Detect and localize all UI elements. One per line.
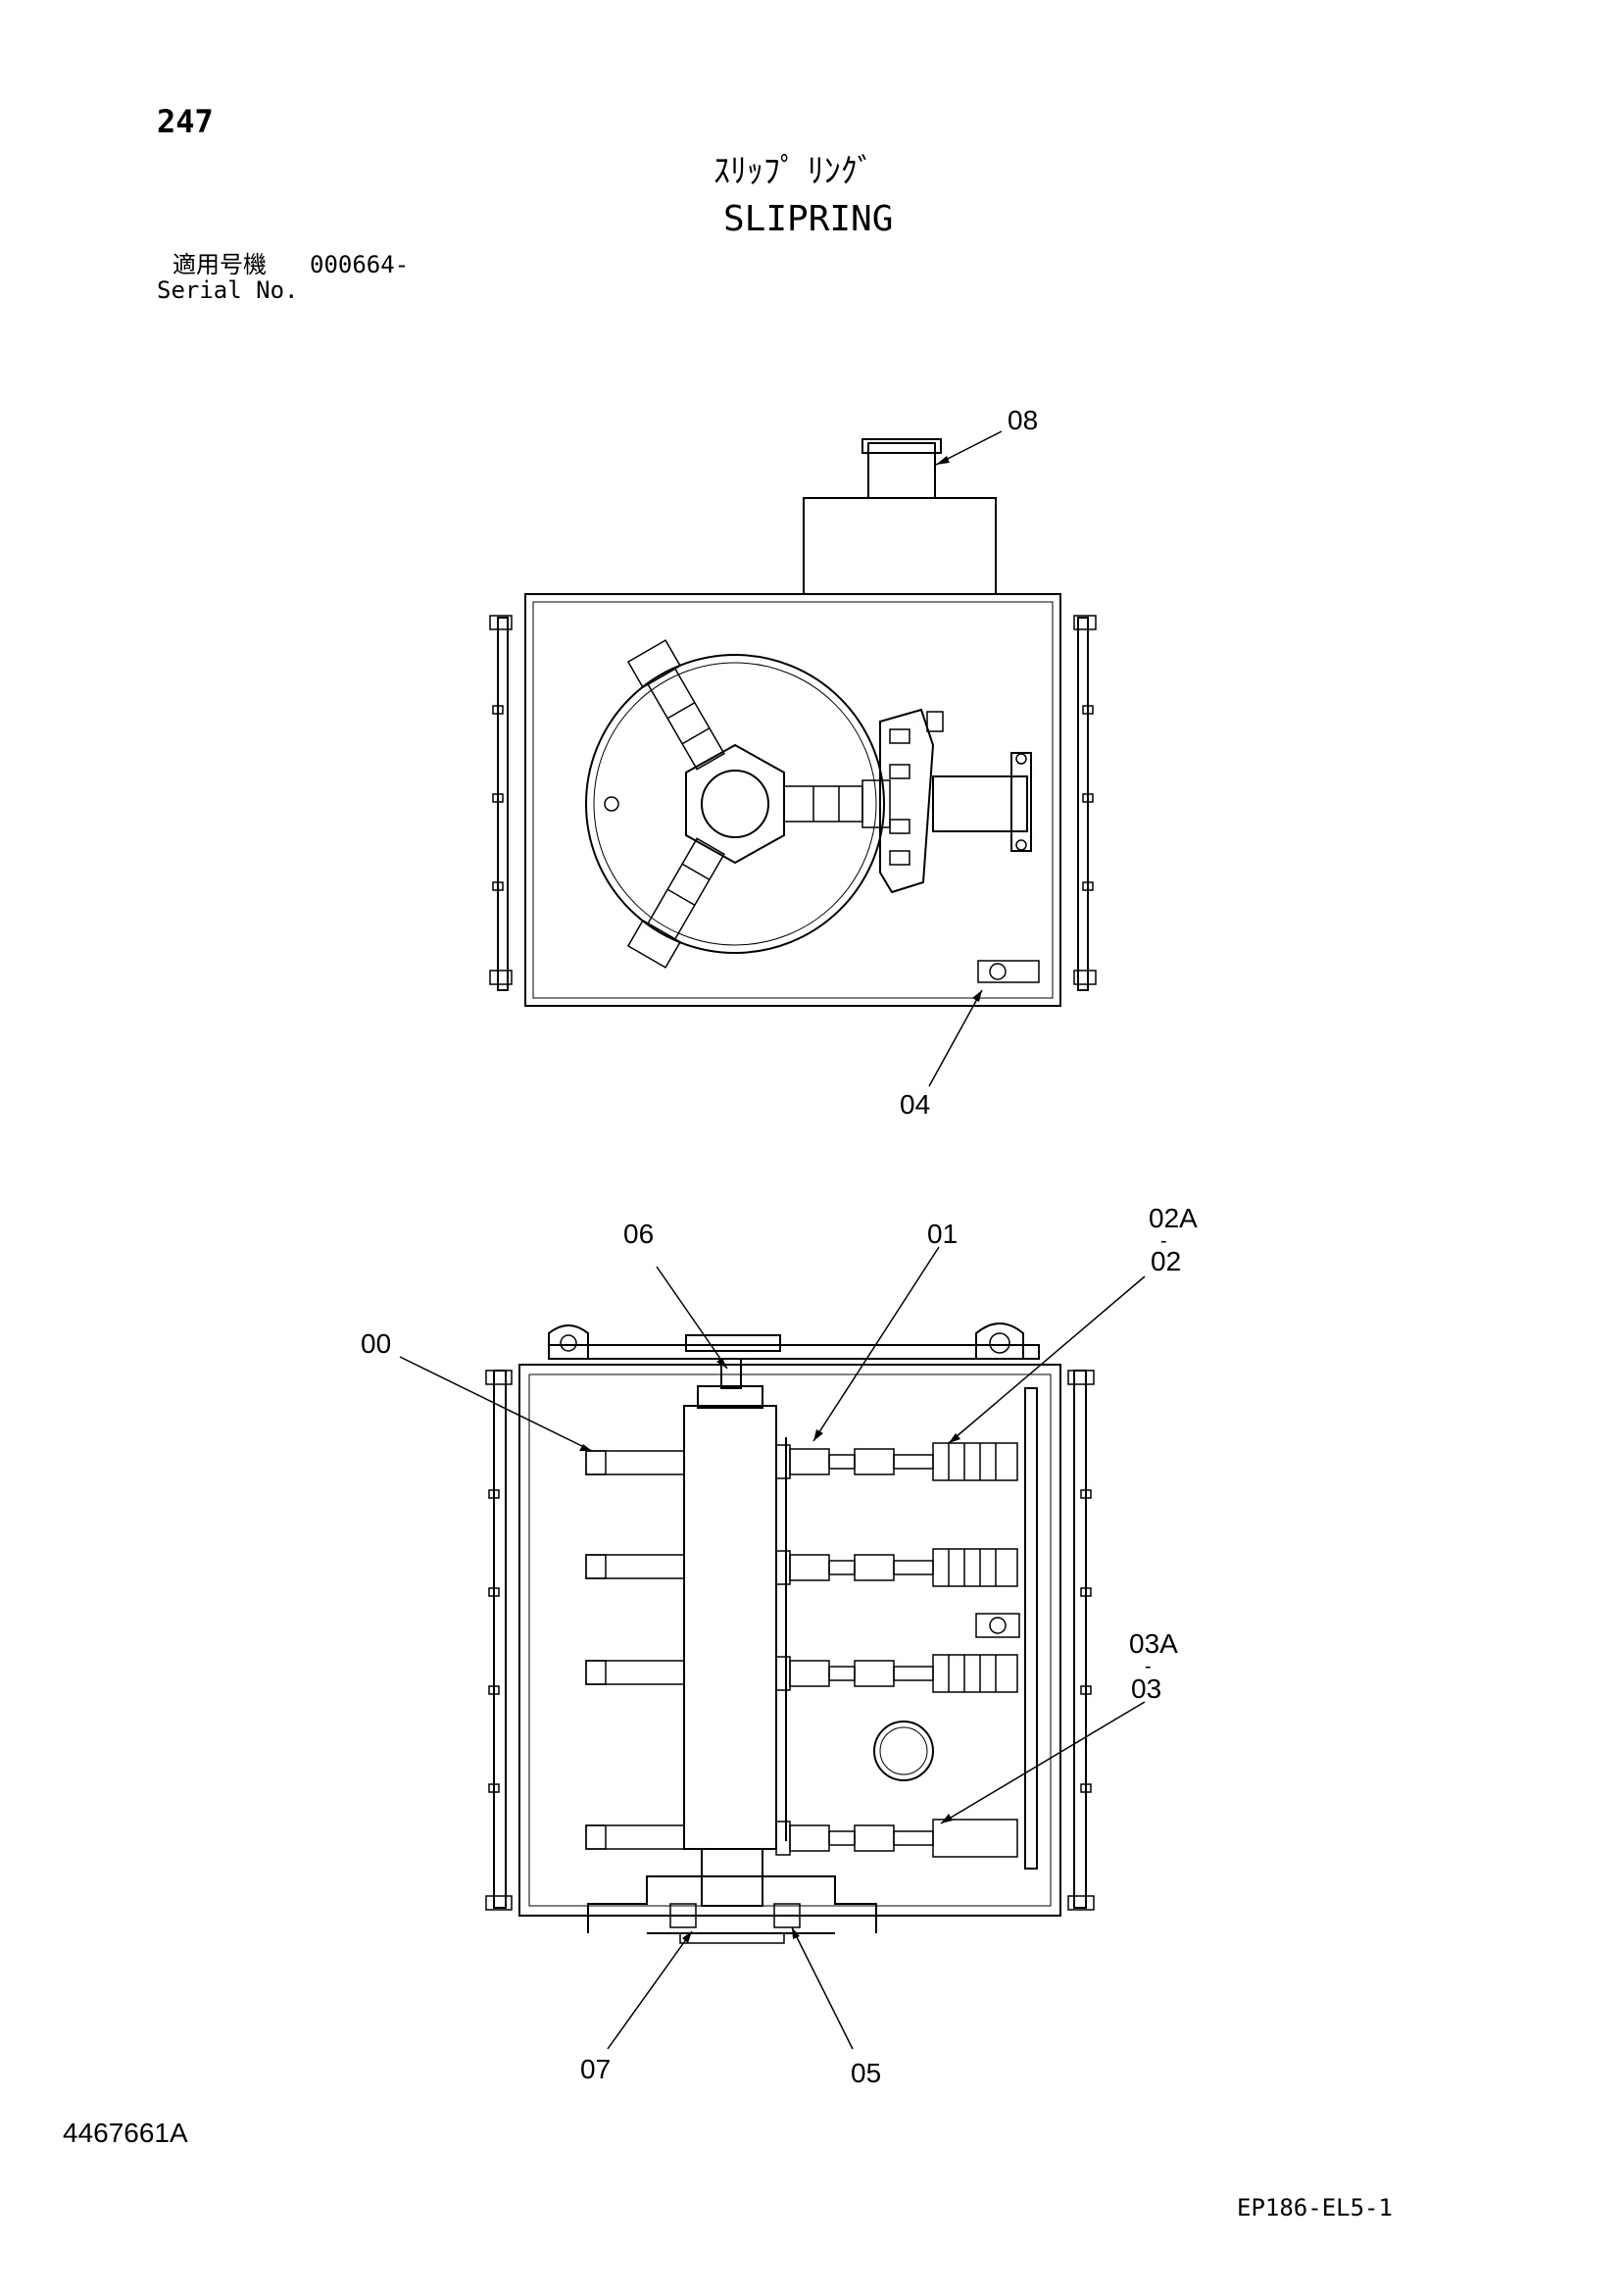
front-view: 06 01 02A - 02 00 03A - 03 07 05 (361, 1203, 1198, 2088)
base-bearing-right (773, 1903, 801, 1928)
callout-04: 04 (900, 1089, 930, 1120)
callout-00: 00 (361, 1328, 391, 1359)
base-frame (587, 1875, 877, 1933)
lifting-lug-right (975, 1323, 1024, 1359)
lifting-lug-left (548, 1324, 589, 1359)
callout-03A: 03A (1129, 1628, 1178, 1659)
center-shaft (720, 1358, 742, 1389)
callout-07: 07 (580, 2054, 611, 2084)
callout-06: 06 (623, 1219, 654, 1249)
callout-03: 03 (1131, 1673, 1161, 1704)
front-terminal-block (975, 1613, 1020, 1638)
leader-05 (791, 1926, 854, 2050)
serial-value: 000664- (310, 251, 410, 278)
hub (685, 743, 785, 865)
ring-arms (585, 1450, 685, 1850)
hub-bore (701, 770, 769, 838)
drawing-number: 4467661A (63, 2118, 188, 2148)
top-cover-boss (685, 1334, 781, 1352)
brush-insulators (775, 1442, 1018, 1858)
callout-08: 08 (1008, 405, 1038, 435)
terminal-block (977, 960, 1040, 983)
front-left-flange (493, 1370, 507, 1909)
front-housing-outline (518, 1364, 1061, 1917)
top-right-flange (1077, 617, 1089, 991)
callout-02: 02 (1151, 1246, 1181, 1276)
page-number: 247 (157, 103, 214, 140)
front-flange-bolts (485, 1370, 1095, 1911)
callout-02A-dash: - (1160, 1230, 1167, 1252)
front-housing-inner (528, 1373, 1052, 1907)
inspection-hole (873, 1721, 934, 1781)
sheet-code: EP186-EL5-1 (1237, 2194, 1393, 2221)
leader-04 (928, 989, 983, 1087)
serial-label-japanese: 適用号機 (172, 251, 267, 278)
front-leaders (399, 1246, 1146, 2050)
title-english: SLIPRING (723, 199, 894, 239)
callout-01: 01 (927, 1219, 958, 1249)
brush-holder-details (889, 711, 944, 866)
slip-ring-inner (593, 662, 877, 946)
hub-arms (626, 639, 891, 969)
serial-label-english: Serial No. (157, 276, 299, 304)
top-cap (867, 442, 936, 499)
brush-holder (879, 708, 935, 894)
top-view: 08 04 (489, 405, 1097, 1120)
leader-06 (656, 1266, 728, 1370)
leader-03 (940, 1701, 1146, 1824)
callout-02A: 02A (1149, 1203, 1198, 1233)
right-terminal-post (1024, 1387, 1038, 1870)
leader-00 (399, 1356, 593, 1452)
top-housing-outline (524, 593, 1061, 1007)
top-housing-inner (532, 601, 1054, 999)
support-plate (1010, 752, 1032, 852)
center-column (683, 1405, 777, 1850)
leader-01 (812, 1246, 940, 1442)
top-cap-rim (861, 438, 942, 454)
base-bearing-left (669, 1903, 697, 1928)
callout-03A-dash: - (1145, 1656, 1152, 1677)
top-neck (803, 497, 997, 595)
slip-ring-outer (585, 654, 885, 954)
ring-mount-hole (604, 796, 619, 812)
front-right-flange (1073, 1370, 1087, 1909)
leader-07 (607, 1930, 693, 2050)
top-left-flange (497, 617, 509, 991)
top-flange-bolts (489, 615, 1097, 985)
callout-05: 05 (851, 2058, 881, 2088)
center-column-top (697, 1385, 763, 1409)
top-rail (548, 1344, 1040, 1360)
title-japanese: ｽﾘｯﾌﾟ ﾘﾝｸﾞ (713, 152, 874, 191)
leader-02 (948, 1275, 1146, 1444)
support-shaft (932, 775, 1028, 832)
